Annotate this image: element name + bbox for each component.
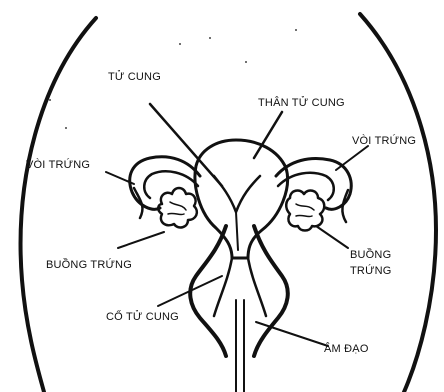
left-fallopian-tube xyxy=(130,157,200,218)
label-ovary-right-line2: TRỨNG xyxy=(350,264,392,277)
leader-ovary-left xyxy=(118,232,164,248)
label-tube-right: VÒI TRỨNG xyxy=(352,134,416,147)
specks xyxy=(49,29,297,129)
leader-tube-right xyxy=(336,146,368,170)
body-outline xyxy=(21,14,436,392)
label-uterine-body: THÂN TỬ CUNG xyxy=(258,96,345,109)
label-vagina: ÂM ĐẠO xyxy=(324,342,369,355)
leader-uterine-body xyxy=(254,112,282,158)
right-ovary xyxy=(286,191,324,231)
uterus-shape xyxy=(195,140,288,258)
left-ovary xyxy=(158,188,197,227)
label-uterus: TỬ CUNG xyxy=(108,70,161,83)
label-ovary-left: BUỒNG TRỨNG xyxy=(46,258,132,271)
label-tube-left: VÒI TRỨNG xyxy=(26,158,90,171)
label-ovary-right-line1: BUỒNG xyxy=(350,248,391,261)
cervix-vagina xyxy=(190,226,288,392)
label-cervix: CỔ TỬ CUNG xyxy=(106,310,179,323)
leader-ovary-right xyxy=(316,226,348,248)
